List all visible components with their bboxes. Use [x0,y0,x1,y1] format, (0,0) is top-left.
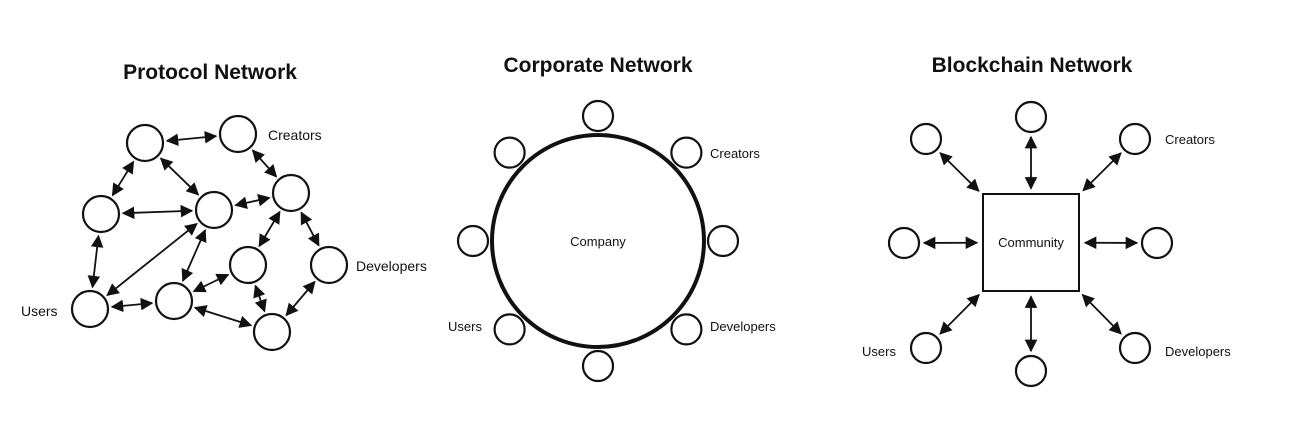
blockchain-node-2 [1140,226,1174,260]
protocol-edge-2 [159,157,200,196]
protocol-creators-label: Creators [268,127,322,143]
corporate-node-1 [670,136,703,169]
protocol-edges [87,130,320,328]
protocol-node-5 [228,245,268,285]
company-label: Company [570,234,626,249]
blockchain-node-6 [887,226,921,260]
protocol-node-0 [125,123,165,163]
corporate-node-4 [581,349,615,383]
protocol-developers-label: Developers [356,258,427,274]
blockchain-edge-5 [939,293,980,335]
protocol-node-2 [81,194,121,234]
protocol-node-7 [70,289,110,329]
protocol-node-6 [309,245,349,285]
protocol-edge-12 [110,297,154,313]
blockchain-developers-label: Developers [1165,344,1231,359]
corporate-node-6 [456,224,490,258]
blockchain-node-7 [909,122,943,156]
corporate-node-2 [706,224,740,258]
protocol-edge-9 [258,210,281,248]
protocol-node-3 [194,190,234,230]
protocol-nodes [70,114,349,352]
blockchain-edge-1 [1082,152,1122,192]
protocol-node-8 [154,281,194,321]
protocol-edge-13 [253,284,267,313]
protocol-network-panel: Protocol Network Creators Developers Use… [21,61,427,352]
blockchain-node-4 [1014,354,1048,388]
protocol-users-label: Users [21,303,58,319]
blockchain-creators-label: Creators [1165,132,1215,147]
corporate-node-7 [493,136,526,169]
corporate-node-0 [581,99,615,133]
protocol-edge-15 [285,280,316,317]
blockchain-edge-7 [939,152,980,192]
protocol-edge-14 [193,305,253,328]
blockchain-edges [922,135,1139,353]
protocol-edge-3 [251,149,278,178]
protocol-edge-7 [181,228,207,283]
protocol-node-1 [218,114,258,154]
blockchain-network-panel: Blockchain Network Community Creators De… [862,54,1231,388]
blockchain-edge-3 [1081,293,1122,335]
protocol-edge-1 [111,160,135,197]
corporate-network-title: Corporate Network [503,54,692,77]
protocol-edge-4 [121,204,194,220]
protocol-network-title: Protocol Network [123,61,297,84]
corporate-nodes [456,99,740,383]
corporate-users-label: Users [448,319,482,334]
protocol-edge-8 [234,194,271,209]
company-ring [490,133,706,349]
community-label: Community [998,235,1064,250]
protocol-edge-5 [87,234,104,289]
protocol-node-9 [252,312,292,352]
protocol-edge-10 [300,211,320,247]
blockchain-node-3 [1118,331,1152,365]
blockchain-users-label: Users [862,344,896,359]
protocol-edge-0 [165,130,218,147]
corporate-creators-label: Creators [710,146,760,161]
blockchain-node-0 [1014,100,1048,134]
blockchain-node-1 [1118,122,1152,156]
blockchain-node-5 [909,331,943,365]
protocol-edge-11 [192,273,230,293]
corporate-developers-label: Developers [710,319,776,334]
corporate-node-5 [493,313,526,346]
corporate-network-panel: Corporate Network Company Creators Devel… [448,54,776,383]
corporate-node-3 [670,313,703,346]
protocol-node-4 [271,173,311,213]
community-box [982,193,1080,292]
blockchain-nodes [887,100,1174,388]
blockchain-network-title: Blockchain Network [932,54,1133,77]
